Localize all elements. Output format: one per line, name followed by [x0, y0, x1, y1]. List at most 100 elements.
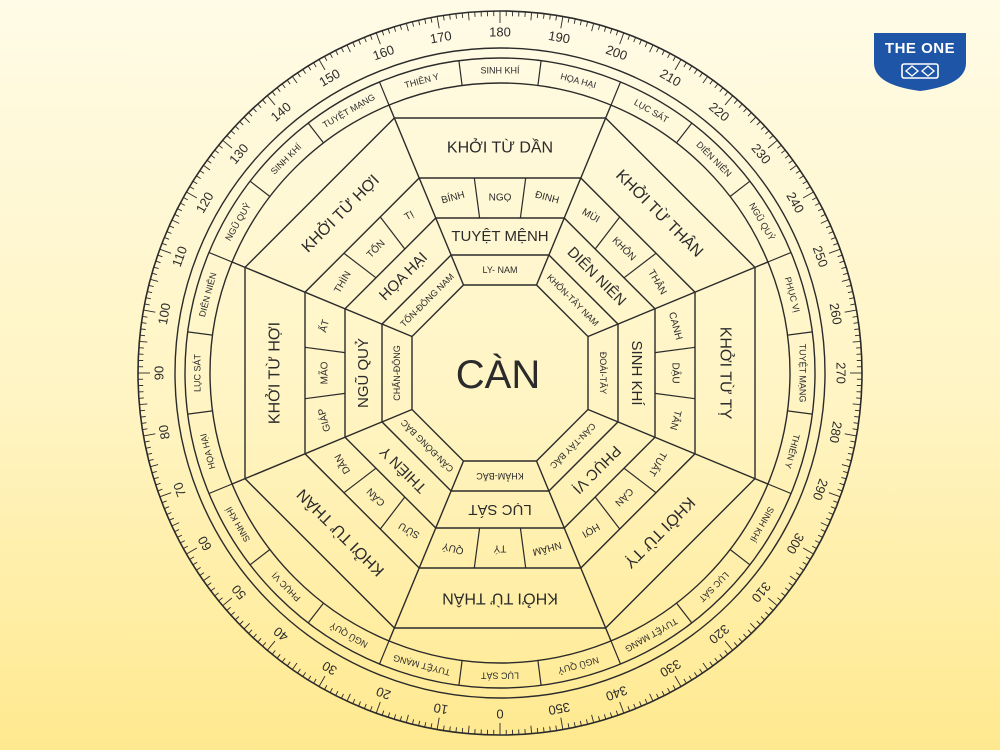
degree-tick — [239, 620, 244, 625]
degree-tick — [579, 720, 582, 726]
degree-tick — [854, 416, 860, 418]
degree-tick — [747, 629, 752, 634]
degree-tick — [543, 13, 545, 19]
brand-name: THE ONE — [884, 40, 956, 57]
degree-tick — [230, 130, 235, 135]
degree-tick — [639, 701, 642, 707]
degree-tick — [820, 213, 826, 217]
degree-tick — [814, 540, 820, 544]
degree-tick — [627, 706, 631, 712]
degree-tick — [449, 726, 451, 732]
degree-tick — [157, 254, 163, 258]
degree-tick — [248, 629, 253, 634]
degree-tick — [847, 291, 853, 294]
degree-tick — [239, 121, 244, 126]
degree-tick — [719, 87, 724, 92]
sector-divider — [535, 460, 612, 642]
degree-tick — [257, 638, 262, 643]
degree-tick — [850, 303, 856, 306]
degree-tick — [155, 482, 161, 486]
degree-tick — [854, 328, 860, 330]
degree-tick — [849, 446, 855, 449]
degree-tick — [153, 266, 159, 270]
degree-tick — [297, 668, 301, 674]
degree-label: 220 — [706, 99, 732, 124]
degree-tick — [234, 616, 240, 621]
degree-tick — [567, 17, 570, 23]
degree-tick — [656, 693, 660, 699]
degree-tick — [802, 191, 814, 199]
degree-tick — [694, 672, 698, 677]
degree-tick — [145, 446, 151, 449]
sector-divider — [535, 104, 612, 286]
degree-tick — [352, 42, 356, 48]
star-ring-label: NGŨ QUỶ — [747, 201, 778, 243]
degree-tick — [756, 121, 761, 126]
degree-tick — [847, 452, 853, 455]
degree-tick — [248, 112, 253, 117]
degree-tick — [139, 334, 146, 337]
degree-tick — [387, 28, 391, 34]
degree-tick — [411, 21, 415, 27]
degree-tick — [150, 464, 159, 468]
brand-shield-icon — [874, 33, 966, 91]
degree-tick — [174, 529, 180, 533]
degree-tick — [169, 517, 175, 521]
degree-tick — [591, 714, 595, 723]
degree-tick — [853, 422, 859, 424]
degree-tick — [151, 470, 157, 474]
degree-tick — [549, 14, 551, 20]
degree-tick — [159, 492, 172, 498]
degree-tick — [177, 534, 183, 538]
degree-label: 50 — [228, 582, 249, 603]
degree-tick — [196, 175, 201, 179]
degree-tick — [186, 191, 198, 199]
degree-tick — [324, 56, 328, 62]
trigram-label: ĐOÀI-TÂY — [598, 352, 608, 395]
degree-tick — [749, 622, 757, 630]
degree-tick — [536, 727, 539, 734]
degree-tick — [302, 69, 306, 74]
star-cell-divider — [378, 81, 390, 106]
degree-tick — [830, 506, 836, 510]
degree-tick — [817, 208, 823, 212]
degree-tick — [749, 116, 757, 124]
star-cell-divider — [307, 602, 324, 624]
degree-tick — [189, 186, 195, 190]
mountain-divider — [519, 177, 527, 219]
degree-tick — [177, 208, 183, 212]
sector-star-label: PHỤC VỊ — [569, 442, 624, 497]
degree-tick — [381, 710, 385, 716]
degree-tick — [789, 575, 797, 581]
degree-tick — [719, 654, 724, 659]
degree-tick — [243, 622, 251, 630]
degree-label: 230 — [748, 141, 773, 167]
degree-tick — [192, 180, 198, 185]
degree-tick — [164, 506, 170, 510]
degree-tick — [214, 592, 219, 597]
star-ring-label: TUYỆT MẠNG — [321, 92, 377, 130]
degree-tick — [139, 403, 148, 406]
degree-tick — [329, 687, 333, 693]
degree-tick — [805, 556, 811, 560]
degree-tick — [161, 242, 167, 246]
mountain-label: CẤN — [364, 485, 388, 509]
degree-tick — [799, 567, 804, 571]
degree-tick — [585, 719, 589, 725]
degree-tick — [430, 723, 433, 729]
degree-tick — [603, 714, 607, 720]
degree-tick — [619, 701, 625, 714]
degree-tick — [318, 59, 326, 71]
degree-tick — [846, 458, 852, 462]
degree-tick — [147, 291, 153, 294]
degree-tick — [340, 47, 344, 53]
degree-tick — [667, 687, 671, 693]
degree-tick — [828, 248, 841, 254]
degree-tick — [442, 15, 445, 21]
degree-tick — [724, 91, 729, 96]
mountain-label: ẤT — [316, 318, 332, 334]
degree-tick — [738, 638, 743, 643]
degree-tick — [153, 476, 159, 480]
degree-tick — [180, 202, 186, 206]
